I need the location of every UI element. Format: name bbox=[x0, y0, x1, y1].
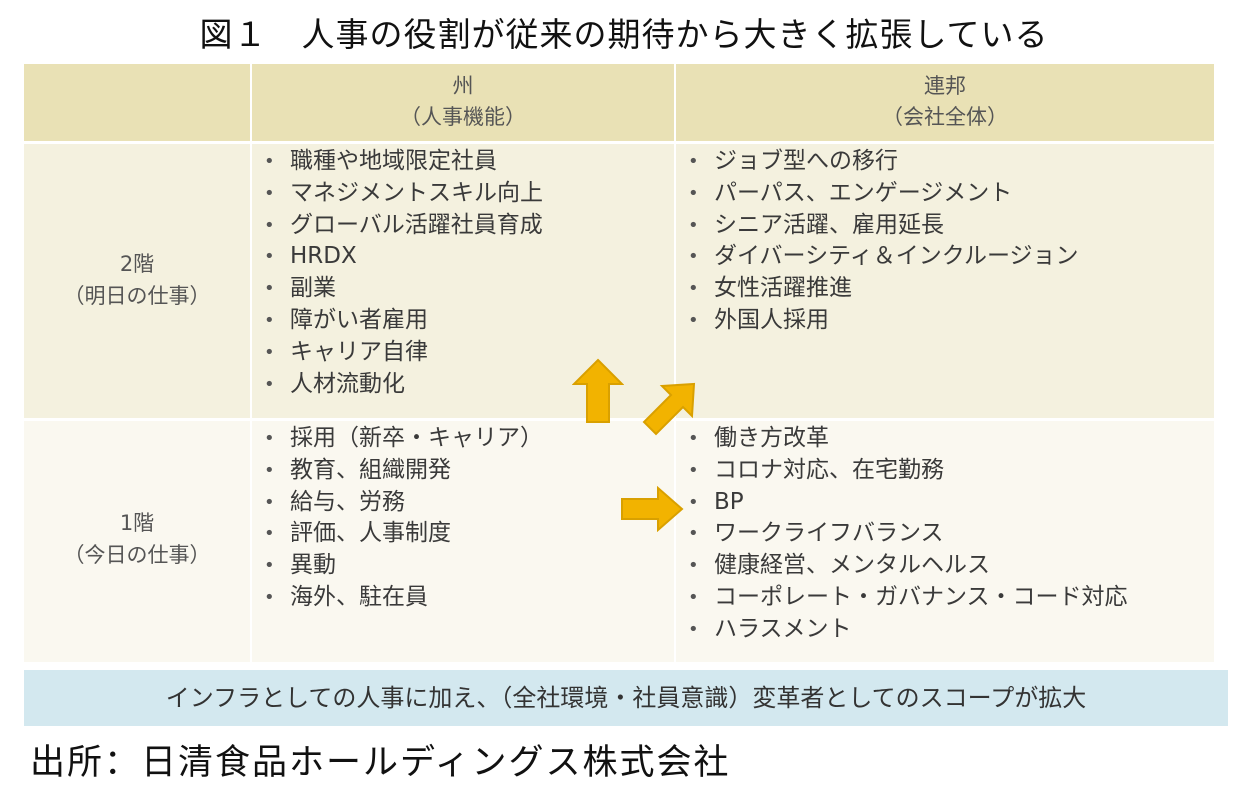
list-item: グローバル活躍社員育成 bbox=[256, 210, 543, 242]
cell-floor2-federal: ジョブ型への移行パーパス、エンゲージメントシニア活躍、雇用延長ダイバーシティ＆イ… bbox=[676, 144, 1214, 418]
source-credit: 出所：日清食品ホールディングス株式会社 bbox=[30, 743, 731, 783]
list-item: 海外、駐在員 bbox=[256, 582, 543, 614]
list-item: 人材流動化 bbox=[256, 369, 543, 401]
list-item: 女性活躍推進 bbox=[680, 273, 1079, 305]
list-floor1-federal: 働き方改革コロナ対応、在宅勤務BPワークライフバランス健康経営、メンタルヘルスコ… bbox=[680, 423, 1128, 646]
header-state: 州 （人事機能） bbox=[252, 64, 674, 141]
list-item: ハラスメント bbox=[680, 614, 1128, 646]
floor2-label-line1: 2階 bbox=[119, 252, 155, 276]
list-item: 採用（新卒・キャリア） bbox=[256, 423, 543, 455]
matrix-table: 州 （人事機能） 連邦 （会社全体） 2階 （明日の仕事） 職種や地域限定社員マ… bbox=[24, 64, 1214, 662]
list-item: 副業 bbox=[256, 273, 543, 305]
list-item: 評価、人事制度 bbox=[256, 518, 543, 550]
header-state-line1: 州 bbox=[452, 74, 474, 98]
list-item: ダイバーシティ＆インクルージョン bbox=[680, 241, 1079, 273]
cell-floor1-state: 採用（新卒・キャリア）教育、組織開発給与、労務評価、人事制度異動海外、駐在員 bbox=[252, 421, 674, 662]
floor2-label-line2: （明日の仕事） bbox=[63, 284, 211, 308]
list-item: 異動 bbox=[256, 550, 543, 582]
list-item: BP bbox=[680, 487, 1128, 519]
row-floor1-label: 1階 （今日の仕事） bbox=[24, 421, 250, 662]
header-federal: 連邦 （会社全体） bbox=[676, 64, 1214, 141]
row-floor2-label: 2階 （明日の仕事） bbox=[24, 144, 250, 418]
list-item: 健康経営、メンタルヘルス bbox=[680, 550, 1128, 582]
list-item: 給与、労務 bbox=[256, 487, 543, 519]
list-item: HRDX bbox=[256, 241, 543, 273]
list-item: パーパス、エンゲージメント bbox=[680, 178, 1079, 210]
list-item: 障がい者雇用 bbox=[256, 305, 543, 337]
list-item: 外国人採用 bbox=[680, 305, 1079, 337]
list-item: マネジメントスキル向上 bbox=[256, 178, 543, 210]
list-item: 働き方改革 bbox=[680, 423, 1128, 455]
figure-title: 図１ 人事の役割が従来の期待から大きく拡張している bbox=[199, 15, 1049, 54]
list-item: コロナ対応、在宅勤務 bbox=[680, 455, 1128, 487]
list-item: シニア活躍、雇用延長 bbox=[680, 210, 1079, 242]
summary-band: インフラとしての人事に加え、（全社環境・社員意識）変革者としてのスコープが拡大 bbox=[24, 670, 1228, 726]
list-floor2-federal: ジョブ型への移行パーパス、エンゲージメントシニア活躍、雇用延長ダイバーシティ＆イ… bbox=[680, 146, 1079, 337]
header-federal-line2: （会社全体） bbox=[882, 105, 1008, 129]
header-corner bbox=[24, 64, 250, 141]
cell-floor1-federal: 働き方改革コロナ対応、在宅勤務BPワークライフバランス健康経営、メンタルヘルスコ… bbox=[676, 421, 1214, 662]
arrow-up-icon bbox=[572, 358, 624, 423]
header-state-line2: （人事機能） bbox=[400, 105, 526, 129]
floor1-label-line1: 1階 bbox=[119, 511, 155, 535]
list-item: 職種や地域限定社員 bbox=[256, 146, 543, 178]
list-item: ジョブ型への移行 bbox=[680, 146, 1079, 178]
list-item: ワークライフバランス bbox=[680, 518, 1128, 550]
list-floor2-state: 職種や地域限定社員マネジメントスキル向上グローバル活躍社員育成HRDX副業障がい… bbox=[256, 146, 543, 400]
list-floor1-state: 採用（新卒・キャリア）教育、組織開発給与、労務評価、人事制度異動海外、駐在員 bbox=[256, 423, 543, 614]
list-item: 教育、組織開発 bbox=[256, 455, 543, 487]
list-item: コーポレート・ガバナンス・コード対応 bbox=[680, 582, 1128, 614]
header-federal-line1: 連邦 bbox=[924, 74, 966, 98]
arrow-right-icon bbox=[621, 486, 684, 532]
arrow-diagonal-icon bbox=[642, 382, 696, 436]
floor1-label-line2: （今日の仕事） bbox=[63, 543, 211, 567]
list-item: キャリア自律 bbox=[256, 337, 543, 369]
